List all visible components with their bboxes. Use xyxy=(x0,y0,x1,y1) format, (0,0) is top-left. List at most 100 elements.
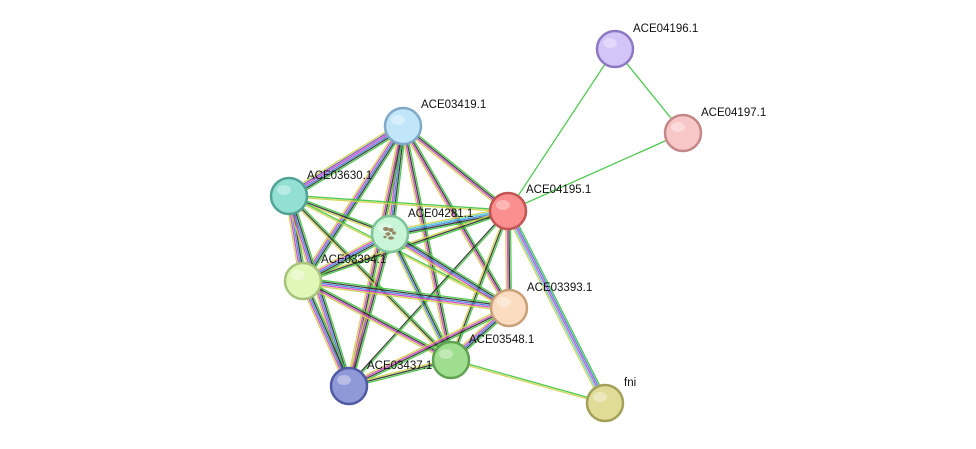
edge-line-magenta xyxy=(347,233,390,386)
node-circle[interactable] xyxy=(595,29,635,69)
node-circle[interactable] xyxy=(585,383,625,423)
edge-ace03548-1-fni xyxy=(450,358,606,405)
edge-line-yellow xyxy=(389,207,508,232)
edge-ace03419-1-ace04195-1 xyxy=(401,123,510,214)
edge-ace04281-1-ace03437-1 xyxy=(346,233,393,387)
node-fni[interactable]: fni xyxy=(585,377,636,423)
edge-ace03630-1-ace03548-1 xyxy=(287,194,453,362)
node-label: ACE03630.1 xyxy=(307,170,372,182)
edge-line-magenta xyxy=(388,234,509,310)
edge-ace03630-1-ace04195-1 xyxy=(288,194,509,213)
edge-line-green xyxy=(289,194,453,360)
node-highlight xyxy=(291,270,305,280)
edge-line-yellow xyxy=(450,360,605,405)
node-highlight xyxy=(337,375,351,385)
node-circle[interactable] xyxy=(283,261,323,301)
edge-ace03419-1-ace03548-1 xyxy=(400,125,454,361)
edge-line-magenta xyxy=(301,124,403,281)
node-highlight xyxy=(496,200,510,210)
node-ace04195-1[interactable]: ACE04195.1 xyxy=(488,184,591,231)
node-ace03548-1[interactable]: ACE03548.1 xyxy=(431,334,534,380)
edge-line-black xyxy=(303,278,510,308)
node-circle[interactable] xyxy=(663,113,703,153)
node-ace03437-1[interactable]: ACE03437.1 xyxy=(329,360,432,406)
node-highlight xyxy=(277,185,291,195)
node-ace03394-1[interactable]: ACE03394.1 xyxy=(283,254,386,301)
edge-line-yellow xyxy=(346,233,389,386)
edge-line-black xyxy=(288,195,452,361)
node-label: ACE03437.1 xyxy=(367,360,432,372)
node-ace04196-1[interactable]: ACE04196.1 xyxy=(595,23,698,69)
edge-line-cyan xyxy=(505,211,605,405)
edge-line-magenta xyxy=(507,210,606,404)
node-circle[interactable] xyxy=(269,176,309,216)
node-ace03419-1[interactable]: ACE03419.1 xyxy=(383,99,486,146)
edge-line-black xyxy=(289,195,352,386)
node-ace03630-1[interactable]: ACE03630.1 xyxy=(269,170,372,216)
edge-line-blue xyxy=(302,125,404,282)
edge-line-yellow xyxy=(301,282,451,363)
edge-line-blue xyxy=(389,233,510,309)
edge-line-green xyxy=(289,194,509,211)
edge-line-green xyxy=(305,127,407,284)
edge-ace04195-1-fni xyxy=(504,209,609,405)
node-ace03393-1[interactable]: ACE03393.1 xyxy=(489,282,592,328)
node-label: fni xyxy=(624,377,636,389)
edge-line-black xyxy=(403,125,511,308)
node-highlight xyxy=(391,115,405,125)
node-circle[interactable] xyxy=(329,366,369,406)
node-highlight xyxy=(497,297,511,307)
edge-line-yellow xyxy=(302,283,509,312)
edge-line-blue xyxy=(389,210,509,235)
edge-line-green xyxy=(349,309,511,389)
edge-line-yellow xyxy=(401,127,507,214)
node-label: ACE03393.1 xyxy=(527,282,592,294)
edge-line-yellow xyxy=(299,282,347,388)
edge-line-yellow xyxy=(286,122,402,194)
edge-line-yellow xyxy=(299,123,401,280)
node-label: ACE04197.1 xyxy=(701,107,766,119)
node-highlight xyxy=(671,122,685,132)
edge-line-black xyxy=(289,127,405,199)
edge-line-green xyxy=(451,358,606,403)
node-label: ACE03394.1 xyxy=(321,254,386,266)
edge-line-magenta xyxy=(348,306,509,386)
edge-line-green xyxy=(507,48,616,212)
edge-ace04197-1-ace04195-1 xyxy=(507,132,684,212)
node-highlight xyxy=(593,392,607,402)
edge-ace04196-1-ace04195-1 xyxy=(507,48,616,212)
edge-line-yellow xyxy=(400,126,450,361)
node-circle[interactable] xyxy=(488,191,528,231)
edge-line-yellow xyxy=(504,212,603,405)
edge-line-black xyxy=(349,308,510,388)
edge-line-black xyxy=(303,126,405,283)
edge-line-yellow xyxy=(288,196,508,213)
edge-line-blue xyxy=(508,209,608,403)
edge-line-blue xyxy=(302,280,510,309)
node-label: ACE04281.1 xyxy=(408,208,473,220)
node-ace04281-1[interactable]: ACE04281.1 xyxy=(370,208,473,254)
edge-line-magenta xyxy=(288,124,403,196)
edge-line-green xyxy=(290,128,406,200)
edge-line-magenta xyxy=(302,281,509,311)
node-highlight xyxy=(603,38,617,48)
edge-line-cyan xyxy=(389,208,508,234)
edge-line-green xyxy=(404,125,454,360)
edge-line-green xyxy=(305,279,353,385)
protein-structure-icon xyxy=(383,227,396,240)
edge-line-black xyxy=(390,232,511,308)
edge-ace04281-1-ace03393-1 xyxy=(387,230,512,312)
edge-line-yellow xyxy=(387,236,508,312)
edge-line-black xyxy=(349,234,392,387)
node-circle[interactable] xyxy=(383,106,423,146)
node-ace04197-1[interactable]: ACE04197.1 xyxy=(663,107,766,153)
node-circle[interactable] xyxy=(431,340,471,380)
edge-ace03419-1-ace03394-1 xyxy=(299,123,407,284)
edge-line-black xyxy=(403,125,453,360)
edge-line-yellow xyxy=(287,196,451,362)
edge-line-purple xyxy=(287,123,403,195)
node-label: ACE04195.1 xyxy=(526,184,591,196)
node-circle[interactable] xyxy=(489,288,529,328)
